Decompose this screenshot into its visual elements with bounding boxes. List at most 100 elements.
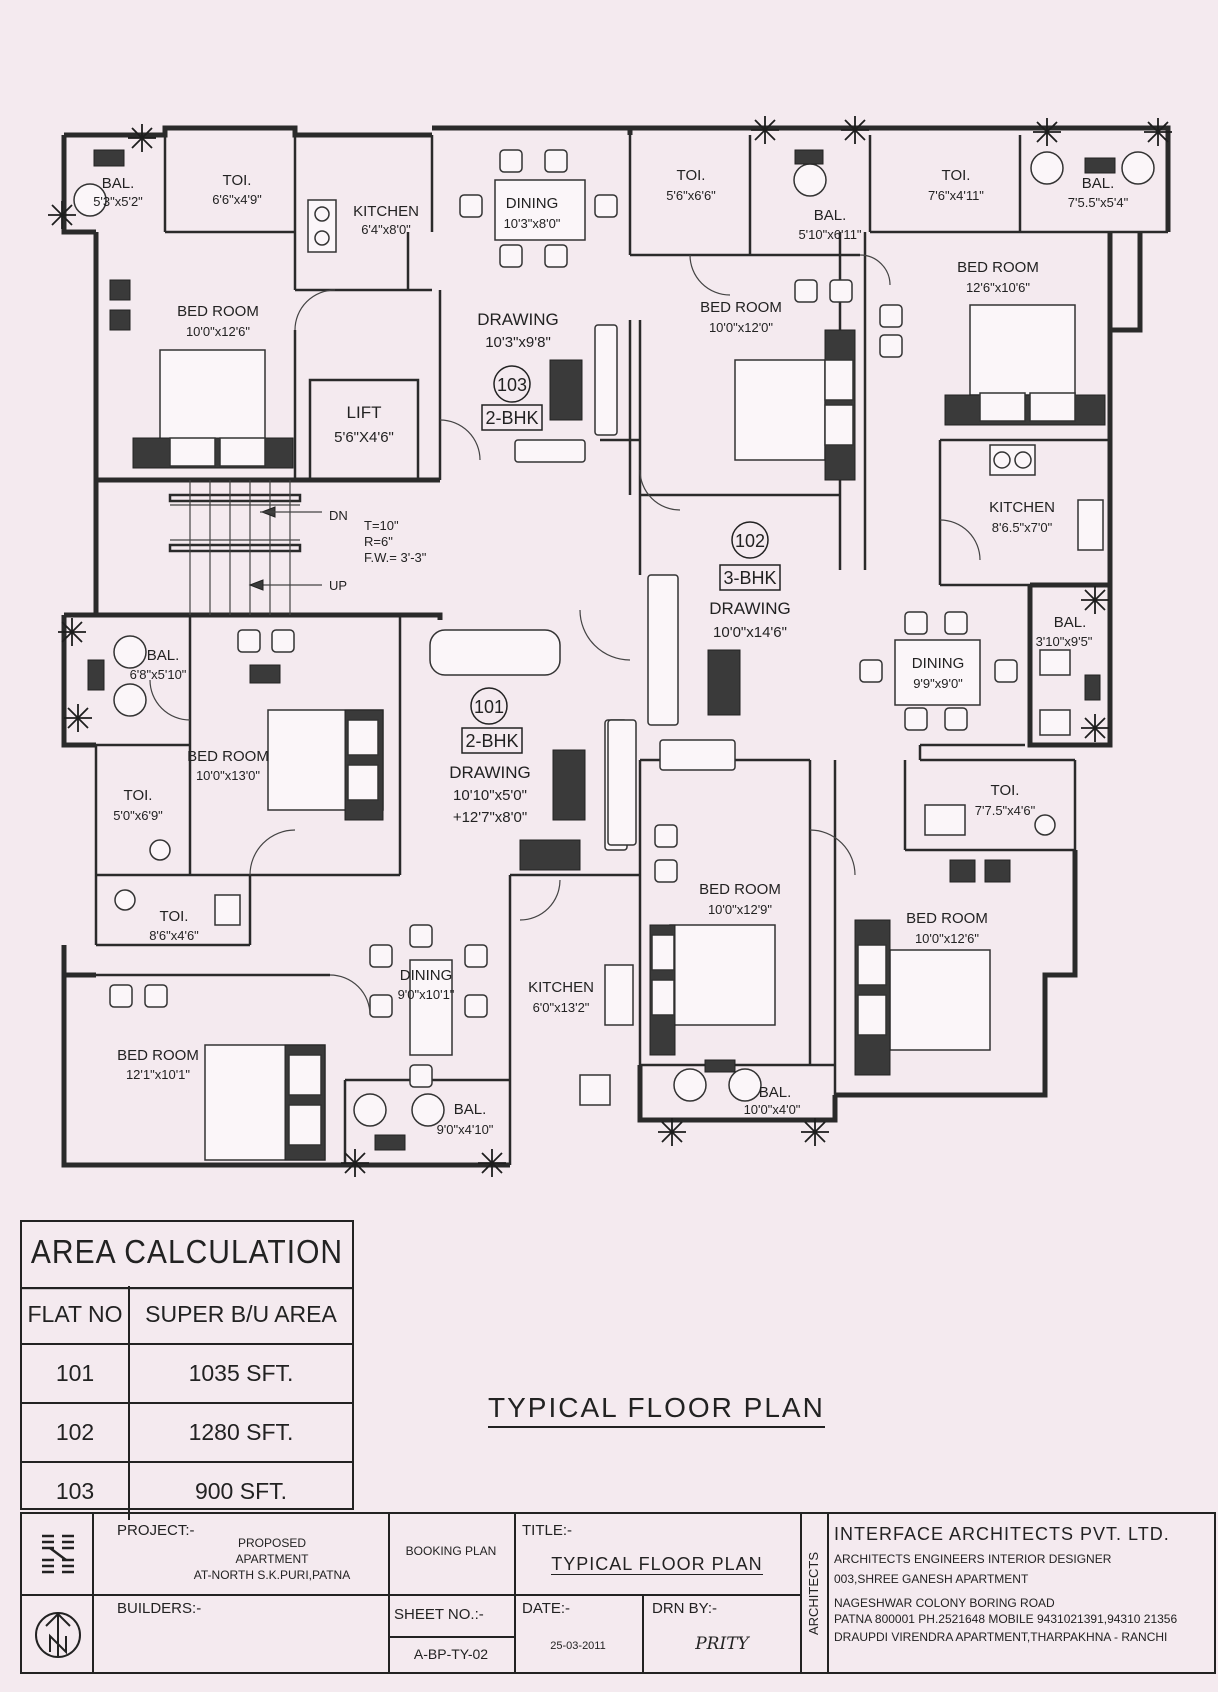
title-value-text: TYPICAL FLOOR PLAN <box>551 1554 763 1575</box>
room-label: TOI. <box>677 167 706 184</box>
room-label: DRAWING <box>477 310 559 329</box>
plant-icon <box>478 1149 506 1177</box>
room-label: BAL. <box>454 1101 487 1118</box>
plant-icon <box>128 124 156 152</box>
room-label: LIFT <box>347 403 382 422</box>
area-calculation-table: AREA CALCULATION FLAT NO SUPER B/U AREA … <box>20 1220 354 1520</box>
room-label: TOI. <box>160 908 189 925</box>
room-label: KITCHEN <box>528 979 594 996</box>
architects-vertical-label: ARCHITECTS <box>801 1514 827 1672</box>
room-label: TOI. <box>991 782 1020 799</box>
flat-number-cell: 103 <box>22 1463 130 1520</box>
room-dimension: 5'6"x6'6" <box>666 188 716 203</box>
flat-number-cell: 101 <box>22 1345 130 1402</box>
room-label: BAL. <box>102 175 135 192</box>
sheet-no-value: A-BP-TY-02 <box>413 1646 489 1662</box>
room-dimension: 8'6.5"x7'0" <box>992 520 1053 535</box>
flat-101-number: 101 <box>474 697 504 717</box>
flat-102-number: 102 <box>735 531 765 551</box>
project-label: PROJECT:- <box>117 1522 195 1539</box>
room-dimension: 8'6"x4'6" <box>149 928 199 943</box>
table-row: 103 900 SFT. <box>22 1463 352 1520</box>
room-dimension: 10'0"x14'6" <box>713 624 787 641</box>
room-dimension: 5'10"x6'11" <box>798 227 861 242</box>
room-dimension: 10'0"x4'0" <box>744 1102 801 1117</box>
flat-102-type: 3-BHK <box>723 568 776 588</box>
area-cell: 1035 SFT. <box>188 1360 294 1386</box>
room-label: TOI. <box>223 172 252 189</box>
flat-103-type: 2-BHK <box>485 408 538 428</box>
area-cell: 1280 SFT. <box>188 1419 294 1445</box>
project-line-3: AT-NORTH S.K.PURI,PATNA <box>193 1568 351 1582</box>
room-label: DINING <box>506 195 559 212</box>
room-label: BAL. <box>814 207 847 224</box>
room-label: BED ROOM <box>177 303 259 320</box>
room-label: BED ROOM <box>187 748 269 765</box>
room-dimension: 7'7.5"x4'6" <box>975 803 1036 818</box>
room-dimension: 10'0"x12'6" <box>915 931 979 946</box>
room-dimension: 9'0"x10'1" <box>398 987 455 1002</box>
firm-line-4: NAGESHWAR COLONY BORING ROAD <box>834 1596 1055 1610</box>
room-label: BAL. <box>759 1084 792 1101</box>
plan-title: TYPICAL FLOOR PLAN <box>488 1392 825 1428</box>
plant-icon <box>841 116 869 144</box>
stair-riser: R=6" <box>364 534 393 549</box>
stair-flight-width: F.W.= 3'-3" <box>364 550 427 565</box>
table-row: 102 1280 SFT. <box>22 1404 352 1463</box>
plant-icon <box>64 704 92 732</box>
room-label: BED ROOM <box>957 259 1039 276</box>
room-label: BAL. <box>1082 175 1115 192</box>
room-dimension: 6'4"x8'0" <box>361 222 411 237</box>
plant-icon <box>801 1118 829 1146</box>
project-line-1: PROPOSED <box>237 1536 306 1550</box>
room-label: DINING <box>912 655 965 672</box>
room-dimension: 3'10"x9'5" <box>1036 634 1093 649</box>
firm-line-3: 003,SHREE GANESH APARTMENT <box>834 1572 1029 1586</box>
plant-icon <box>1081 714 1109 742</box>
stair-notes: DN UP T=10" R=6" F.W.= 3'-3" <box>329 508 427 593</box>
room-label: KITCHEN <box>353 203 419 220</box>
room-dimension: 12'6"x10'6" <box>966 280 1030 295</box>
builders-label: BUILDERS:- <box>117 1600 202 1617</box>
header-super-area: SUPER B/U AREA <box>145 1301 337 1327</box>
project-line-2: APARTMENT <box>235 1552 309 1566</box>
date-value: 25-03-2011 <box>550 1640 606 1652</box>
room-dimension: 10'10"x5'0" <box>453 787 527 804</box>
room-label: BAL. <box>147 647 180 664</box>
room-label: DRAWING <box>449 763 531 782</box>
plant-icon <box>658 1118 686 1146</box>
plant-icon <box>1033 118 1061 146</box>
flat-101-type: 2-BHK <box>465 731 518 751</box>
table-header-row: FLAT NO SUPER B/U AREA <box>22 1286 352 1345</box>
walls <box>61 125 1171 1168</box>
plant-icon <box>1144 118 1172 146</box>
plant-icon <box>48 201 76 229</box>
plant-icon <box>341 1149 369 1177</box>
flat-markers: 103 2-BHK 102 3-BHK 101 2-BHK <box>461 365 781 754</box>
room-dimension: 9'0"x4'10" <box>437 1122 494 1137</box>
firm-line-5: PATNA 800001 PH.2521648 MOBILE 943102139… <box>834 1612 1178 1626</box>
title-value: TYPICAL FLOOR PLAN <box>514 1554 800 1575</box>
room-dimension: 9'9"x9'0" <box>913 676 963 691</box>
stair-up-label: UP <box>329 578 347 593</box>
firm-name: INTERFACE ARCHITECTS PVT. LTD. <box>834 1524 1170 1544</box>
room-label: BED ROOM <box>906 910 988 927</box>
room-dimension: 10'3"x8'0" <box>504 216 561 231</box>
room-label: BED ROOM <box>699 881 781 898</box>
room-label: TOI. <box>124 787 153 804</box>
room-label: KITCHEN <box>989 499 1055 516</box>
flat-number-cell: 102 <box>22 1404 130 1461</box>
plant-icon <box>58 618 86 646</box>
staircase <box>168 480 322 615</box>
area-cell: 900 SFT. <box>194 1478 288 1504</box>
plant-icons <box>48 116 1172 1177</box>
room-label: DRAWING <box>709 599 791 618</box>
floor-plan: 103 2-BHK 102 3-BHK 101 2-BHK BAL. 5'3"x… <box>48 116 1172 1177</box>
room-dimension: 7'6"x4'11" <box>928 188 984 203</box>
room-dimension: +12'7"x8'0" <box>453 809 527 826</box>
date-label: DATE:- <box>522 1600 571 1617</box>
sheet-no-label: SHEET NO.:- <box>394 1606 484 1623</box>
room-dimension: 7'5.5"x5'4" <box>1068 195 1129 210</box>
room-dimension: 10'0"x12'6" <box>186 324 250 339</box>
room-label: DINING <box>400 967 453 984</box>
